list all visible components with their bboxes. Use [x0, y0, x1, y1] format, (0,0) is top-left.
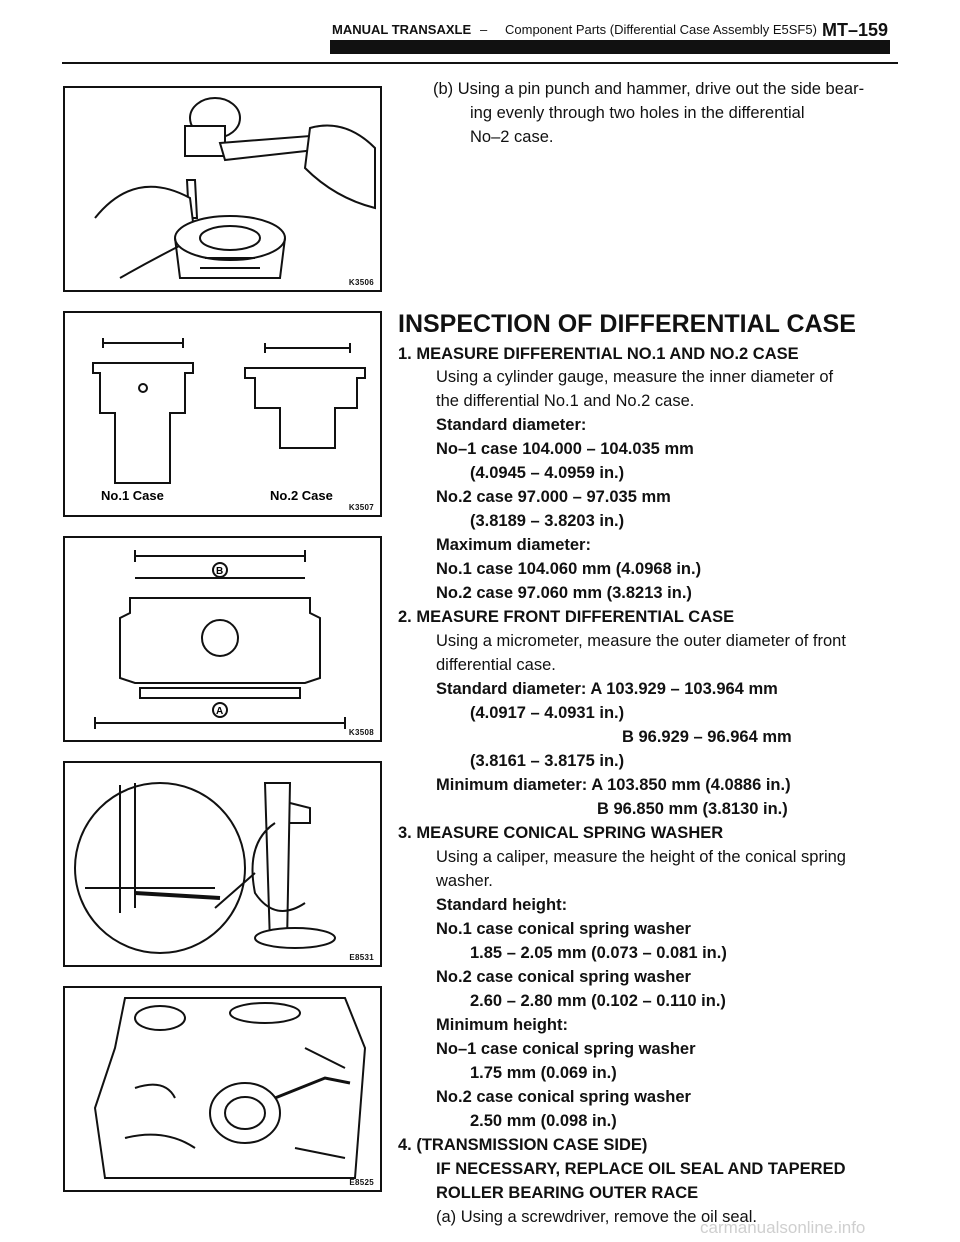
step-4-heading: 4. (TRANSMISSION CASE SIDE) [398, 1136, 648, 1154]
step-3-min-no2-value: 2.50 mm (0.098 in.) [470, 1112, 617, 1130]
step-3-text-2: washer. [436, 872, 493, 890]
step-3-minimum-label: Minimum height: [436, 1016, 568, 1034]
step-1-no2-standard-in: (3.8189 – 3.8203 in.) [470, 512, 625, 530]
dimension-label-b: B [216, 566, 223, 577]
figure-code: K3506 [348, 278, 374, 287]
caliper-illustration [74, 782, 336, 954]
step-1-no2-standard: No.2 case 97.000 – 97.035 mm [436, 488, 671, 506]
figure-oil-seal-removal: E8525 [63, 986, 382, 1192]
step-2-standard-a: Standard diameter: A 103.929 – 103.964 m… [436, 680, 778, 698]
dimension-label-a: A [216, 706, 223, 717]
step-3-no1-value: 1.85 – 2.05 mm (0.073 – 0.081 in.) [470, 944, 727, 962]
header-dash: – [480, 22, 488, 37]
header-rule [62, 62, 898, 64]
step-2-standard-b: B 96.929 – 96.964 mm [622, 728, 792, 746]
step-1-no1-maximum: No.1 case 104.060 mm (4.0968 in.) [436, 560, 702, 578]
transmission-case-illustration [93, 997, 367, 1179]
step-3-heading: 3. MEASURE CONICAL SPRING WASHER [398, 824, 724, 842]
step-2-heading: 2. MEASURE FRONT DIFFERENTIAL CASE [398, 608, 735, 626]
figure-code: E8525 [349, 1178, 374, 1187]
step-3-no1-label: No.1 case conical spring washer [436, 920, 691, 938]
step-1-text-2: the differential No.1 and No.2 case. [436, 392, 695, 410]
figure-front-case-diameters: B A K3508 [63, 536, 382, 742]
step-4-heading-3: ROLLER BEARING OUTER RACE [436, 1184, 699, 1202]
step-1-no1-standard-in: (4.0945 – 4.0959 in.) [470, 464, 625, 482]
step-3-standard-label: Standard height: [436, 896, 568, 914]
step-1-standard-label: Standard diameter: [436, 416, 587, 434]
step-3-min-no1-value: 1.75 mm (0.069 in.) [470, 1064, 617, 1082]
case-cross-section-diagram: No.1 Case No.2 Case [92, 338, 366, 503]
intro-line-2: ing evenly through two holes in the diff… [470, 104, 805, 122]
case-label-no2: No.2 Case [270, 488, 333, 503]
step-3-no2-label: No.2 case conical spring washer [436, 968, 691, 986]
step-1-heading: 1. MEASURE DIFFERENTIAL NO.1 AND NO.2 CA… [398, 345, 799, 363]
step-2-text-2: differential case. [436, 656, 556, 674]
front-case-diagram: B A [94, 550, 346, 729]
figure-case-cross-sections: No.1 Case No.2 Case K3507 [63, 311, 382, 517]
step-2-text-1: Using a micrometer, measure the outer di… [436, 632, 846, 650]
watermark: carmanualsonline.info [700, 1218, 866, 1237]
step-1-maximum-label: Maximum diameter: [436, 536, 591, 554]
step-1-no1-standard: No–1 case 104.000 – 104.035 mm [436, 440, 694, 458]
figure-caliper-washer: E8531 [63, 761, 382, 967]
step-2-standard-b-in: (3.8161 – 3.8175 in.) [470, 752, 625, 770]
section-title: INSPECTION OF DIFFERENTIAL CASE [398, 310, 856, 338]
intro-line-3: No–2 case. [470, 128, 554, 146]
step-4-heading-2: IF NECESSARY, REPLACE OIL SEAL AND TAPER… [436, 1160, 846, 1178]
case-label-no1: No.1 Case [101, 488, 164, 503]
step-3-min-no2-label: No.2 case conical spring washer [436, 1088, 691, 1106]
step-2-standard-a-in: (4.0917 – 4.0931 in.) [470, 704, 625, 722]
step-1-text-1: Using a cylinder gauge, measure the inne… [436, 368, 834, 386]
header-subtitle: Component Parts (Differential Case Assem… [505, 22, 817, 37]
step-3-no2-value: 2.60 – 2.80 mm (0.102 – 0.110 in.) [470, 992, 726, 1010]
step-1-no2-maximum: No.2 case 97.060 mm (3.8213 in.) [436, 584, 692, 602]
step-2-minimum-a: Minimum diameter: A 103.850 mm (4.0886 i… [436, 776, 791, 794]
figure-hammer-pin-punch: K3506 [63, 86, 382, 292]
figure-code: E8531 [349, 953, 374, 962]
step-2-minimum-b: B 96.850 mm (3.8130 in.) [597, 800, 788, 818]
step-3-text-1: Using a caliper, measure the height of t… [436, 848, 846, 866]
intro-line-1: (b) Using a pin punch and hammer, drive … [433, 80, 865, 98]
header-bar [330, 40, 890, 54]
step-3-min-no1-label: No–1 case conical spring washer [436, 1040, 696, 1058]
step-4-substep-a: (a) Using a screwdriver, remove the oil … [436, 1208, 757, 1226]
page-number: MT–159 [822, 20, 889, 40]
header-section: MANUAL TRANSAXLE [332, 22, 472, 37]
figure-code: K3507 [348, 503, 374, 512]
figure-code: K3508 [348, 728, 374, 737]
hammer-pin-punch-illustration [94, 97, 376, 279]
